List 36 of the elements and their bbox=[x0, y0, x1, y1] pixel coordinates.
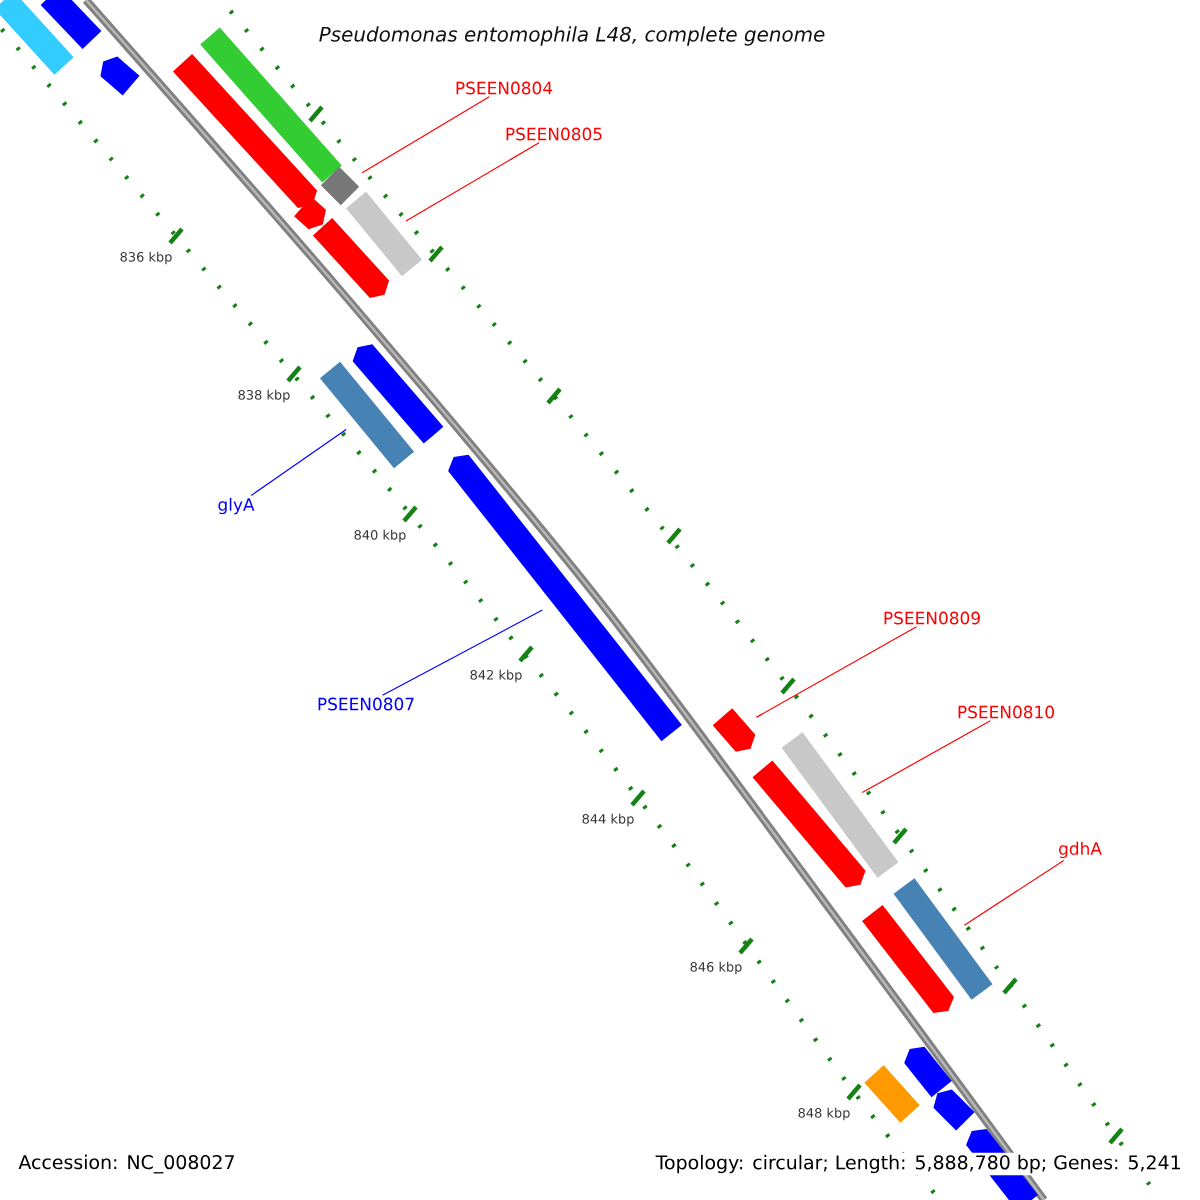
leader-line bbox=[963, 860, 1065, 926]
gene-block bbox=[346, 191, 422, 277]
gene-block bbox=[352, 344, 444, 444]
gene-block bbox=[893, 878, 993, 1000]
gene-label: PSEEN0810 bbox=[958, 705, 1054, 719]
gene-block bbox=[712, 708, 756, 752]
leader-line bbox=[861, 720, 991, 794]
gene-label: glyA bbox=[218, 497, 255, 515]
gene-block bbox=[172, 53, 318, 209]
gene-block bbox=[320, 166, 360, 206]
gene-block bbox=[312, 218, 390, 298]
gene-label: PSEEN0804 bbox=[456, 81, 553, 95]
gene-block bbox=[781, 732, 899, 878]
gene-block bbox=[294, 196, 326, 230]
gene-block bbox=[448, 454, 682, 742]
gene-block bbox=[100, 56, 140, 96]
gene-label: PSEEN0807 bbox=[318, 697, 414, 711]
title: Pseudomonas entomophila L48, complete genome bbox=[319, 26, 825, 46]
gene-block bbox=[752, 760, 866, 888]
gene-block bbox=[904, 1046, 952, 1098]
leader-line bbox=[405, 142, 540, 222]
gene-label: PSEEN0809 bbox=[884, 611, 980, 625]
gene-block bbox=[862, 905, 954, 1013]
gene-block bbox=[933, 1089, 975, 1131]
gene-block bbox=[0, 0, 74, 75]
gene-block bbox=[864, 1065, 920, 1123]
leader-line bbox=[361, 96, 490, 174]
gene-label: gdhA bbox=[1059, 841, 1102, 859]
leader-line bbox=[755, 626, 918, 718]
leader-line bbox=[381, 609, 543, 696]
gene-label: PSEEN0805 bbox=[506, 127, 602, 141]
gene-block bbox=[319, 361, 415, 469]
accession-text: Accession: NC_008027 bbox=[18, 1154, 234, 1174]
gene-block bbox=[40, 0, 102, 49]
leader-line bbox=[250, 428, 347, 496]
genome-info-text: Topology: circular; Length: 5,888,780 bp; Genes: 5,241 bbox=[653, 1152, 1184, 1176]
